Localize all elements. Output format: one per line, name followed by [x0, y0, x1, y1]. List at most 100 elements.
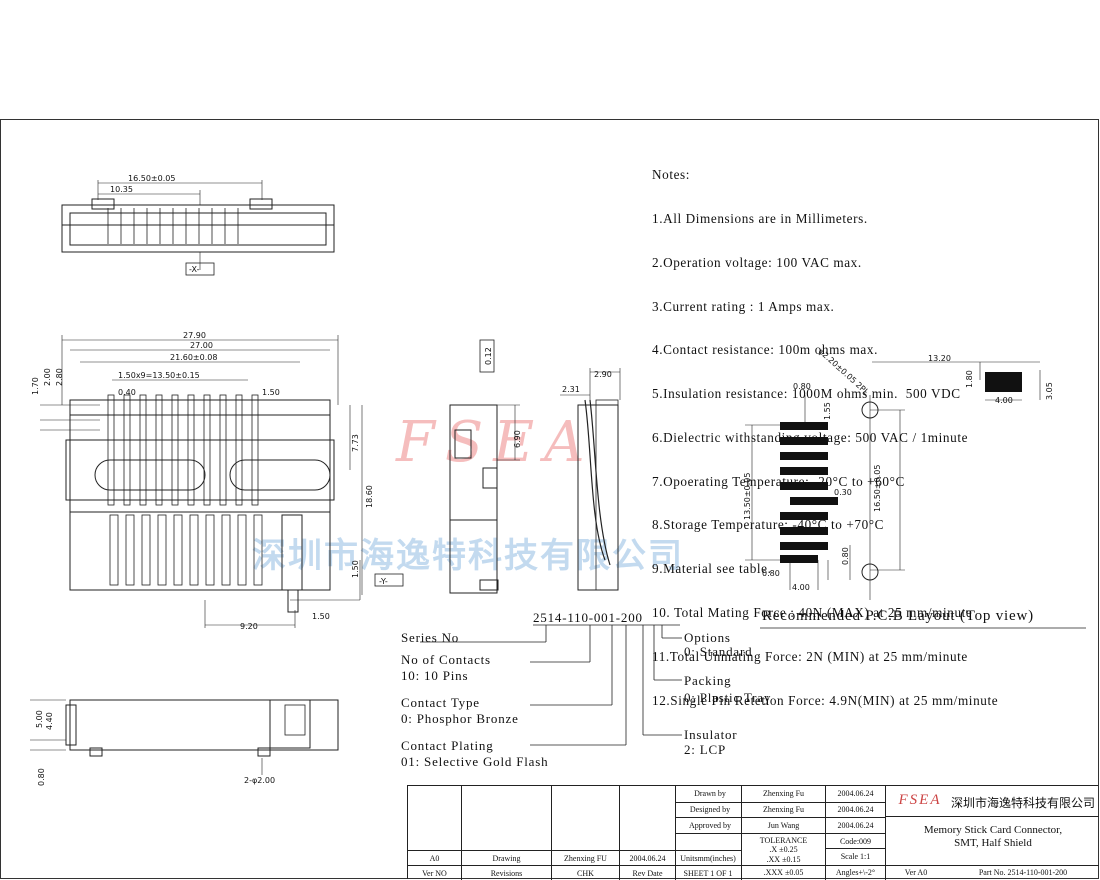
packing-value: 0: Plastic Tray	[684, 690, 772, 705]
pcb-dim: 4.00	[792, 583, 810, 592]
note-line: 9.Material see table.	[652, 561, 772, 577]
notes-block: Notes: 1.All Dimensions are in Millimete…	[652, 139, 998, 723]
pcb-dim: φ2.20±0.05 2PL	[817, 347, 871, 397]
dim-label: 1.50x9=13.50±0.15	[118, 371, 200, 380]
approved-by-label: Approved by	[689, 821, 731, 830]
note-line: 3.Current rating : 1 Amps max.	[652, 298, 835, 314]
pcb-pads	[780, 372, 1022, 563]
drawn-by-label: Drawn by	[694, 789, 726, 798]
contact-type-title: Contact Type	[401, 695, 480, 710]
side-view	[449, 339, 520, 594]
dim-label: 1.70	[31, 377, 40, 395]
pcb-dim: 1.55	[823, 402, 832, 420]
hdr-ver: Ver NO	[422, 869, 447, 878]
hdr-date: Rev Date	[632, 869, 663, 878]
angles: Angles+\-2°	[835, 868, 876, 877]
dim-label: 27.90	[183, 331, 206, 340]
pcb-dim: 13.20	[928, 354, 951, 363]
product-name: Memory Stick Card Connector,	[923, 824, 1063, 836]
watermark-company: 深圳市海逸特科技有限公司	[252, 536, 684, 576]
dim-label: 0.12	[484, 347, 493, 365]
rev-description: Drawing	[492, 854, 521, 863]
pcb-pad	[780, 512, 828, 520]
dim-label: 0.80	[37, 768, 46, 786]
note-line: 12.Single Pin Retetion Force: 4.9N(MIN) …	[652, 692, 999, 708]
units: Unitsmm(inches)	[680, 854, 736, 863]
plating-title: Contact Plating	[401, 738, 494, 753]
designed-by: Zhenxing Fu	[762, 805, 805, 814]
dim-label: 1.50	[351, 560, 360, 578]
pcb-layout	[745, 361, 1041, 600]
pcb-dim: 3.05	[1045, 382, 1054, 400]
dim-label: 0.40	[118, 388, 136, 397]
drawn-by: Zhenxing Fu	[762, 789, 805, 798]
note-line: 1.All Dimensions are in Millimeters.	[652, 210, 868, 226]
datum-y: -Y-	[379, 577, 388, 586]
dim-label: 2.90	[594, 370, 612, 379]
company-logo: FSEA	[898, 792, 942, 808]
pcb-pad	[780, 542, 828, 550]
drawn-date: 2004.06.24	[837, 789, 874, 798]
insulator-value: 2: LCP	[684, 742, 727, 757]
pcb-dim: 4.00	[995, 396, 1013, 405]
tolerance-xx: .XX ±0.15	[766, 855, 801, 864]
pcb-pad	[780, 437, 828, 445]
sheet: SHEET 1 OF 1	[683, 869, 733, 878]
note-line: 2.Operation voltage: 100 VAC max.	[652, 254, 862, 270]
rev-version: A0	[429, 854, 440, 863]
version: Ver A0	[904, 868, 928, 877]
pcb-pad	[780, 467, 828, 475]
dim-label: 1.50	[262, 388, 280, 397]
pcb-pad-large	[985, 372, 1022, 392]
packing-title: Packing	[684, 673, 732, 688]
part-number-leaders	[420, 624, 1086, 746]
hdr-revisions: Revisions	[490, 869, 523, 878]
pcb-dim: 13.50±0.05	[743, 473, 752, 520]
product-subtitle: SMT, Half Shield	[954, 837, 1032, 849]
designed-date: 2004.06.24	[837, 805, 874, 814]
pcb-dim: 16.50±0.05	[873, 465, 882, 512]
insulator-title: Insulator	[684, 727, 738, 742]
pcb-pad	[780, 527, 828, 535]
dim-label: 18.60	[365, 485, 374, 508]
pcb-title: Recommended P.C.B Layout (Top view)	[762, 608, 1034, 624]
designed-by-label: Designed by	[689, 805, 731, 814]
rev-date: 2004.06.24	[629, 854, 666, 863]
note-line: 5.Insulation resistance: 1000M ohms min.…	[652, 386, 961, 402]
dim-label: 27.00	[190, 341, 213, 350]
dim-label: 2.80	[55, 368, 64, 386]
watermark-logo: FSEA	[396, 410, 595, 475]
section-view	[560, 368, 621, 591]
note-line: Notes:	[652, 167, 691, 183]
approved-by: Jun Wang	[767, 821, 800, 830]
pcb-dim: 0.30	[834, 488, 852, 497]
contact-type-value: 0: Phosphor Bronze	[401, 711, 519, 726]
pcb-dim: 0.80	[841, 547, 850, 565]
part-number-code: 2514-110-001-200	[533, 610, 643, 625]
series-label: Series No	[401, 630, 460, 645]
options-value: 0: Standard	[684, 644, 753, 659]
note-line: 11.Total Unmating Force: 2N (MIN) at 25 …	[652, 648, 968, 664]
dim-label: 4.40	[45, 712, 54, 730]
approved-date: 2004.06.24	[837, 821, 874, 830]
pcb-dim: 1.80	[965, 370, 974, 388]
pcb-pad	[780, 452, 828, 460]
title-block: Drawn by Zhenxing Fu 2004.06.24 Designed…	[407, 785, 1099, 880]
bottom-view	[30, 699, 339, 775]
front-view-top	[61, 180, 335, 276]
dim-label: 1.50	[312, 612, 330, 621]
pcb-dim: 0.80	[762, 569, 780, 578]
dim-label: 2.00	[43, 368, 52, 386]
note-line: 4.Contact resistance: 100m ohms max.	[652, 342, 878, 358]
pcb-pad	[780, 482, 828, 490]
dim-label: 6.90	[513, 430, 522, 448]
datum-x: -X-	[189, 265, 200, 274]
part-number: Part No. 2514-110-001-200	[978, 868, 1068, 877]
dim-label: 5.00	[35, 710, 44, 728]
dim-label: 9.20	[240, 622, 258, 631]
tolerance-x: .X ±0.25	[769, 845, 798, 854]
dim-label: 16.50±0.05	[128, 174, 175, 183]
dim-label: 2.31	[562, 385, 580, 394]
note-line: 8.Storage Temperature: -40°C to +70°C	[652, 517, 885, 533]
